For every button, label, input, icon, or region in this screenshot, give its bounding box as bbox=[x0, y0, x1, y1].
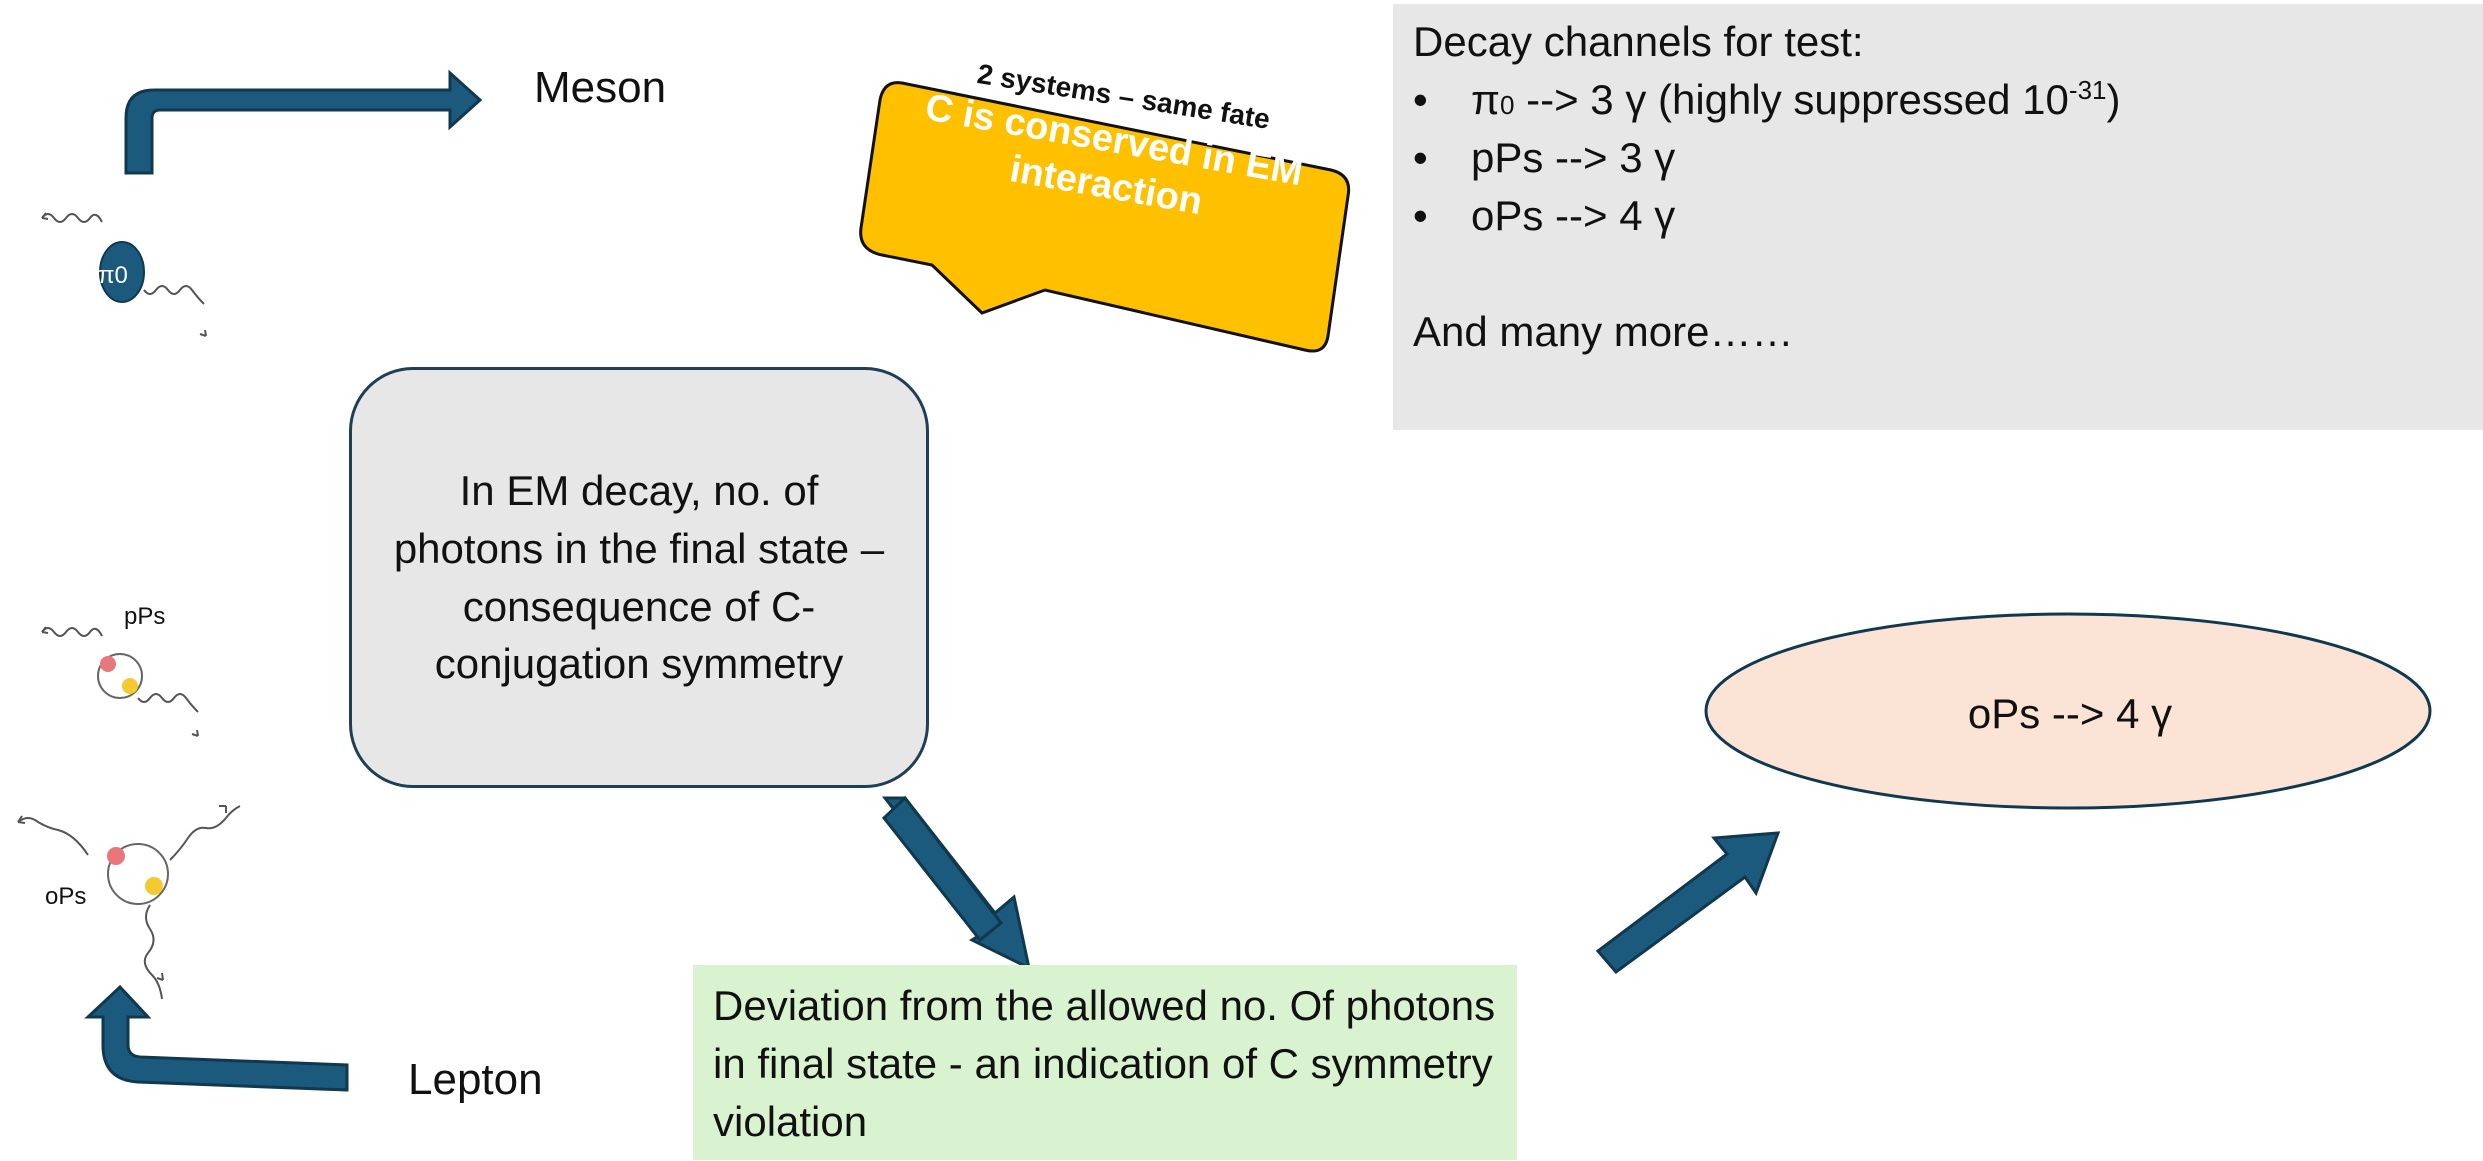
ops-label: oPs bbox=[45, 883, 87, 910]
lepton-label: Lepton bbox=[408, 1055, 543, 1104]
decay-channels-panel: Decay channels for test: • π0 --> 3 γ (hi… bbox=[1393, 4, 2483, 430]
decay-panel-title: Decay channels for test: bbox=[1413, 18, 1864, 65]
bullet-icon: • bbox=[1413, 192, 1428, 239]
decay-item-text: --> 3 γ (highly suppressed 10 bbox=[1514, 76, 2069, 123]
decay-panel-more: And many more…… bbox=[1413, 308, 1794, 355]
callout-bubble bbox=[859, 81, 1351, 353]
lepton-bent-arrow bbox=[84, 984, 349, 1092]
pps-label: pPs bbox=[124, 603, 166, 630]
decay-item: • π0 --> 3 γ (highly suppressed 10-31) bbox=[1413, 76, 2120, 124]
em-decay-text: In EM decay, no. of photons in the final… bbox=[393, 466, 885, 688]
arrow-to-deviation-shaft bbox=[881, 795, 1004, 943]
decay-item-exponent: -31 bbox=[2068, 75, 2107, 105]
bullet-icon: • bbox=[1413, 134, 1428, 181]
meson-bent-arrow bbox=[124, 69, 483, 175]
result-ellipse-label: oPs --> 4 γ bbox=[1967, 690, 2173, 737]
decay-item: • oPs --> 4 γ bbox=[1413, 192, 1675, 240]
decay-item-subscript: 0 bbox=[1499, 90, 1515, 120]
arrow-to-ellipse bbox=[1595, 831, 1781, 975]
pi0-particle bbox=[41, 212, 207, 337]
decay-item-suffix: ) bbox=[2106, 76, 2121, 123]
deviation-text: Deviation from the allowed no. Of photon… bbox=[713, 982, 1496, 1145]
bullet-icon: • bbox=[1413, 76, 1428, 123]
decay-item-text: pPs --> 3 γ bbox=[1471, 134, 1676, 181]
decay-item-particle: π bbox=[1471, 76, 1500, 123]
pi0-label: π0 bbox=[98, 262, 128, 289]
decay-item: • pPs --> 3 γ bbox=[1413, 134, 1675, 182]
meson-label: Meson bbox=[534, 63, 667, 112]
result-ellipse bbox=[1704, 612, 2432, 810]
deviation-box: Deviation from the allowed no. Of photon… bbox=[693, 965, 1517, 1160]
decay-item-text: oPs --> 4 γ bbox=[1471, 192, 1676, 239]
em-decay-box: In EM decay, no. of photons in the final… bbox=[349, 367, 929, 788]
pps-particle bbox=[41, 626, 199, 737]
ops-particle bbox=[17, 805, 241, 1000]
